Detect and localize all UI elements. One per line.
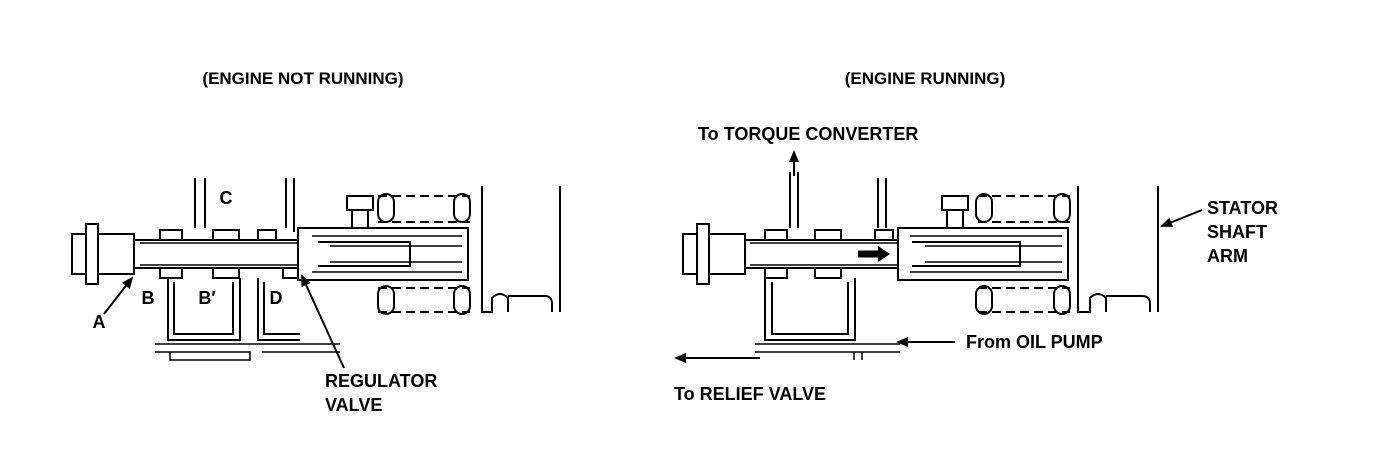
left-arrow-regulator bbox=[301, 274, 345, 369]
right-label-oil-pump: From OIL PUMP bbox=[966, 332, 1103, 352]
right-valve-body bbox=[682, 172, 1159, 360]
left-arrow-a bbox=[103, 276, 134, 315]
left-port-c bbox=[194, 178, 206, 228]
left-label-c: C bbox=[220, 188, 233, 208]
right-label-stator-3: ARM bbox=[1207, 246, 1248, 266]
right-port-lower bbox=[764, 278, 856, 341]
right-label-relief-valve: To RELIEF VALVE bbox=[674, 384, 826, 404]
right-label-stator-2: SHAFT bbox=[1207, 222, 1267, 242]
left-label-regulator-2: VALVE bbox=[325, 395, 382, 415]
right-arrow-stator bbox=[1160, 209, 1203, 227]
left-label-b: B bbox=[142, 288, 155, 308]
right-label-torque-converter: To TORQUE CONVERTER bbox=[698, 124, 918, 144]
right-bolt bbox=[941, 195, 969, 211]
left-label-regulator-1: REGULATOR bbox=[325, 371, 437, 391]
right-title: (ENGINE RUNNING) bbox=[845, 69, 1006, 88]
right-port-torque-converter bbox=[789, 172, 799, 228]
left-label-b-prime: B′ bbox=[198, 288, 215, 308]
left-label-a: A bbox=[93, 312, 106, 332]
left-panel: (ENGINE NOT RUNNING) bbox=[71, 69, 561, 415]
left-title: (ENGINE NOT RUNNING) bbox=[202, 69, 403, 88]
left-port-d bbox=[257, 278, 300, 341]
left-port-bprime bbox=[167, 278, 241, 341]
left-port-land-1 bbox=[159, 229, 183, 241]
left-bolt bbox=[346, 195, 374, 211]
left-label-d: D bbox=[270, 288, 283, 308]
right-label-stator-1: STATOR bbox=[1207, 198, 1278, 218]
right-panel: (ENGINE RUNNING) bbox=[674, 69, 1278, 404]
left-valve-body bbox=[71, 178, 561, 361]
